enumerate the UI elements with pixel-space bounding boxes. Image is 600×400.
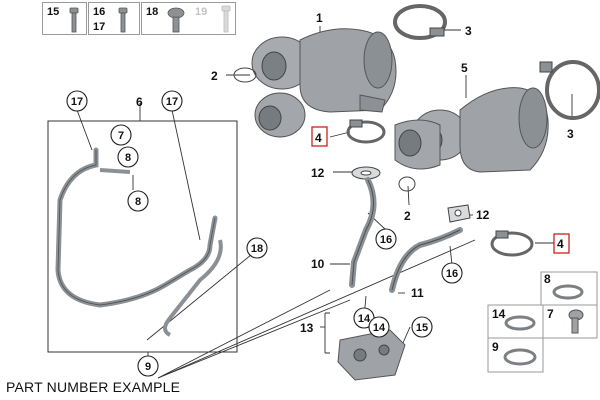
callout-3-a: 3	[465, 24, 472, 38]
header-box-18-19[interactable]: 18 19	[141, 2, 236, 35]
header-label-15: 15	[47, 6, 60, 18]
clamp-4-b[interactable]	[490, 230, 534, 257]
footer-caption: PART NUMBER EXAMPLE	[6, 379, 181, 395]
callout-15: 15	[416, 322, 428, 334]
header-label-16: 16	[93, 6, 106, 18]
callout-7-b: 7	[547, 307, 554, 321]
callout-14-a: 14	[358, 313, 371, 325]
oil-return-flange-13[interactable]	[337, 329, 406, 381]
callout-2-a: 2	[211, 69, 218, 83]
detail-panel	[487, 271, 598, 373]
group-frame-6	[47, 120, 238, 353]
circled-callouts	[66, 90, 463, 377]
banjo-bolt-icon	[568, 309, 584, 334]
v-band-clamp-3-b[interactable]	[539, 60, 600, 120]
callout-8-a: 8	[125, 152, 131, 164]
callout-5: 5	[461, 61, 468, 75]
gasket-12-a[interactable]	[351, 166, 381, 180]
callout-17-a: 17	[71, 96, 83, 108]
callout-16-a: 16	[380, 234, 392, 246]
highlight-box-4-a	[311, 126, 328, 147]
callout-7-a: 7	[118, 130, 124, 142]
callout-2-b: 2	[404, 209, 411, 223]
header-label-18: 18	[146, 6, 159, 18]
callout-18: 18	[251, 243, 263, 255]
callout-10: 10	[311, 257, 325, 271]
header-label-19: 19	[195, 6, 208, 18]
clamp-4-a[interactable]	[346, 119, 386, 144]
header-label-17: 17	[93, 21, 106, 33]
callout-1: 1	[316, 11, 323, 25]
callout-12-a: 12	[311, 166, 325, 180]
gasket-12-b[interactable]	[447, 204, 471, 223]
callout-8-c: 8	[544, 272, 551, 286]
detail-rings	[503, 284, 584, 366]
v-band-clamp-3-a[interactable]	[393, 4, 447, 40]
gasket-2-a[interactable]	[233, 67, 257, 83]
highlight-box-4-b	[553, 233, 570, 254]
coolant-line-6[interactable]	[55, 147, 218, 308]
callout-3-b: 3	[567, 127, 574, 141]
callout-9-a: 9	[145, 361, 151, 373]
header-box-15[interactable]: 15	[42, 2, 87, 35]
callout-16-b: 16	[446, 268, 458, 280]
callout-4-b: 4	[557, 237, 564, 251]
header-box-16-17[interactable]: 16 17	[88, 2, 140, 35]
callout-4-a: 4	[315, 131, 322, 145]
turbocharger-5[interactable]	[394, 87, 549, 173]
callout-13: 13	[300, 321, 314, 335]
callout-6: 6	[136, 95, 143, 109]
oil-pipe-10[interactable]	[349, 177, 377, 288]
callout-11: 11	[411, 286, 424, 300]
turbocharger-1[interactable]	[251, 28, 397, 138]
callout-17-b: 17	[166, 96, 178, 108]
bolt-icon	[69, 5, 231, 33]
gasket-2-b[interactable]	[398, 176, 416, 192]
callout-8-b: 8	[135, 196, 141, 208]
callout-14-c: 14	[492, 307, 506, 321]
callout-14-b: 14	[373, 322, 386, 334]
callout-9-b: 9	[492, 340, 499, 354]
callout-12-b: 12	[476, 208, 490, 222]
